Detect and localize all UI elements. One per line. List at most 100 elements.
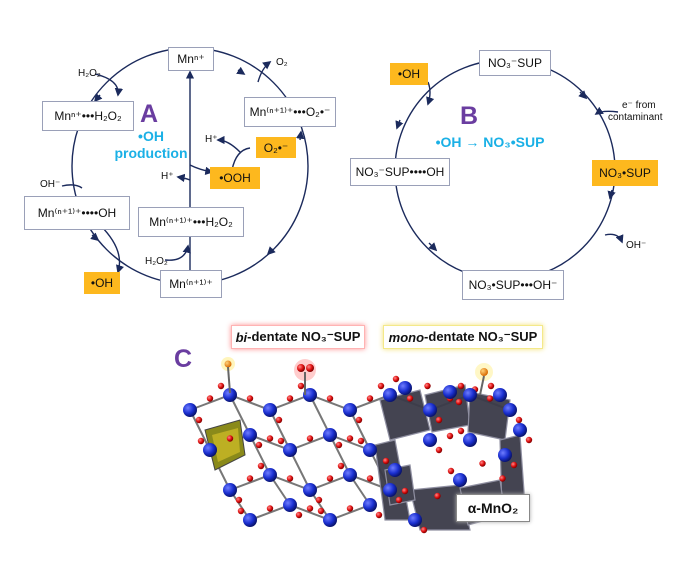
o-atom	[401, 487, 409, 495]
species-oh-b: •OH	[390, 63, 428, 85]
o-atom	[455, 398, 463, 406]
panel-a-letter: A	[140, 100, 159, 128]
o-atom	[195, 416, 203, 424]
mn-atom	[493, 388, 507, 402]
o-atom	[392, 375, 400, 383]
mn-atom	[408, 513, 422, 527]
o-atom	[295, 511, 303, 519]
label-h-plus-1: H⁺	[205, 134, 218, 145]
label-contaminant: contaminant	[608, 112, 663, 123]
o-atom	[377, 382, 385, 390]
o-atom	[346, 435, 354, 442]
o-atom	[286, 475, 294, 482]
mn-atom	[383, 388, 397, 402]
o-atom	[375, 511, 383, 519]
o-atom	[395, 496, 403, 504]
node-mn-n-h2o2: Mnⁿ⁺•••H₂O₂	[42, 101, 134, 131]
species-o2-radical: O₂•⁻	[256, 137, 296, 158]
o-atom	[457, 382, 465, 390]
o-atom	[515, 416, 523, 424]
mn-atom	[423, 403, 437, 417]
o-atom	[235, 496, 243, 504]
species-no3-radical: NO₃•SUP	[592, 160, 658, 186]
mn-atom	[503, 403, 517, 417]
mn-atom	[303, 483, 317, 497]
o-atom	[266, 505, 274, 512]
o-atom	[257, 462, 265, 470]
o-atom	[499, 475, 506, 482]
node-mn-n1-o2-radical: Mn⁽ⁿ⁺¹⁾⁺•••O₂•⁻	[244, 97, 336, 127]
o-atom	[435, 446, 443, 454]
o-atom	[217, 382, 225, 390]
o-atom	[420, 526, 428, 534]
oxygen-atoms	[195, 375, 533, 534]
node-mn-n1: Mn⁽ⁿ⁺¹⁾⁺	[160, 270, 222, 298]
mn-atom	[363, 443, 377, 457]
node-mn-n1-h2o2: Mn⁽ⁿ⁺¹⁾⁺•••H₂O₂	[138, 207, 244, 237]
mn-atom	[183, 403, 197, 417]
o-atom	[306, 505, 314, 512]
mn-atom	[513, 423, 527, 437]
mn-atom	[283, 443, 297, 457]
highlighted-polyhedron	[204, 419, 246, 471]
o-atom	[197, 437, 205, 445]
mn-atom	[363, 498, 377, 512]
mn-atom	[243, 513, 257, 527]
o-atom	[447, 467, 455, 475]
panel-b-title: •OH → NO₃•SUP	[435, 134, 545, 150]
o-atom	[510, 461, 518, 469]
mn-atom	[223, 388, 237, 402]
label-h-plus-2: H⁺	[161, 171, 174, 182]
o-atom	[206, 395, 214, 402]
node-no3-sup: NO₃⁻SUP	[479, 50, 551, 76]
mn-atom	[463, 388, 477, 402]
panel-c-letter: C	[174, 345, 193, 373]
o-atom	[246, 395, 254, 402]
mn-atom	[398, 381, 412, 395]
o-atom	[479, 460, 486, 467]
mn-atom	[323, 513, 337, 527]
o-atom	[337, 462, 345, 470]
node-mn-n1-oh: Mn⁽ⁿ⁺¹⁾⁺••••OH	[24, 196, 130, 230]
o-atom	[315, 496, 323, 504]
monodentate-nitrate-site	[475, 363, 493, 396]
panel-b-letter: B	[460, 102, 479, 130]
label-h2o2-bottom: H₂O₂	[145, 256, 168, 267]
mn-atom	[203, 443, 217, 457]
o-atom	[286, 395, 294, 402]
bidentate-nitrate-site	[294, 359, 316, 395]
bidentate-label: bi-dentate NO₃⁻SUP	[231, 325, 365, 349]
left-edge-nitrate-site	[221, 357, 235, 394]
o-atom	[335, 441, 343, 449]
o-atom	[366, 395, 374, 402]
o-atom	[297, 382, 305, 390]
o-atom	[424, 382, 431, 390]
mn-atom	[343, 403, 357, 417]
o-atom	[346, 505, 354, 512]
bidentate-suffix: -dentate NO₃⁻SUP	[247, 329, 361, 344]
o-atom	[246, 475, 254, 482]
o-atom	[406, 395, 414, 402]
mn-atom	[243, 428, 257, 442]
o-atom	[525, 436, 533, 444]
o-atom	[434, 492, 441, 500]
monodentate-suffix: -dentate NO₃⁻SUP	[424, 329, 538, 344]
o-atom	[237, 507, 245, 515]
mn-atom	[443, 385, 457, 399]
material-label: α-MnO₂	[456, 494, 530, 522]
mn-atom	[423, 433, 437, 447]
mn-atom	[343, 468, 357, 482]
o-atom	[382, 457, 390, 465]
label-electron: e⁻ from	[622, 100, 656, 111]
mn-atom	[463, 433, 477, 447]
o-atom	[357, 437, 365, 445]
o-atom	[446, 432, 454, 440]
o-atom	[486, 395, 494, 402]
o-atom	[306, 435, 314, 442]
o-atom	[326, 475, 334, 482]
label-h2o2-top: H₂O₂	[78, 68, 101, 79]
node-mn-n: Mnⁿ⁺	[168, 47, 214, 71]
mn-atom	[283, 498, 297, 512]
mn-atom	[223, 483, 237, 497]
label-oh-minus-a: OH⁻	[40, 179, 61, 190]
